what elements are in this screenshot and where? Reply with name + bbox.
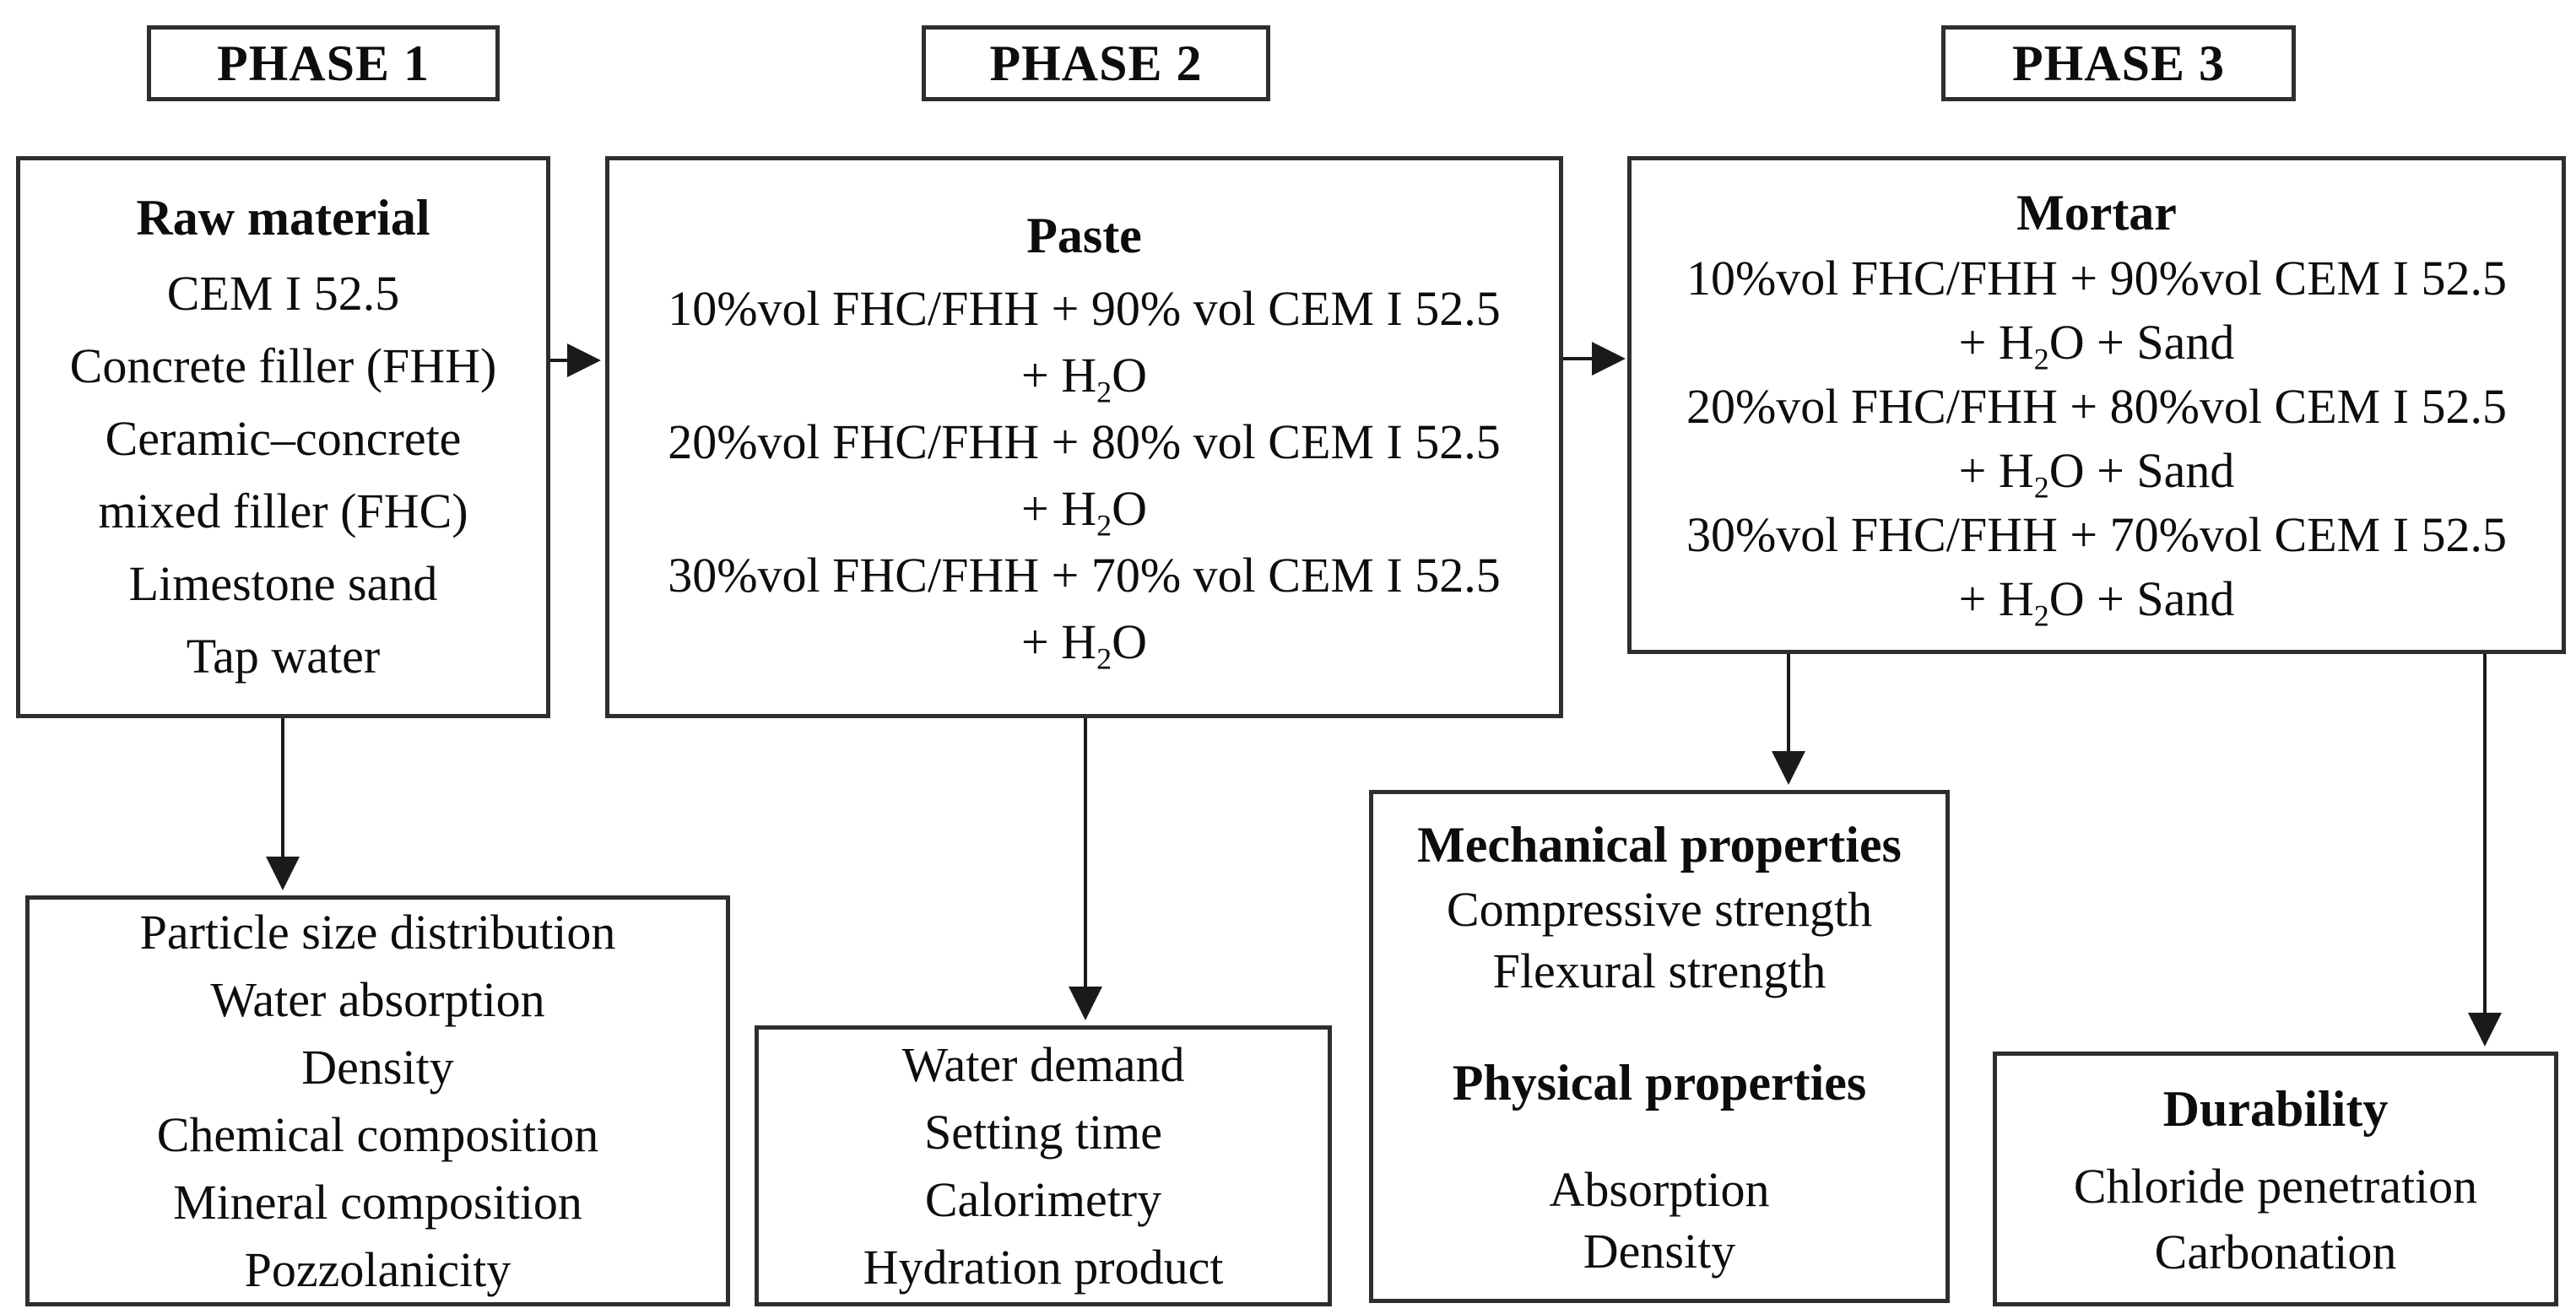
raw-material-title: Raw material xyxy=(136,190,430,246)
mixture-water: + H2O + Sand xyxy=(1686,311,2507,375)
mixture-blend: 30%vol FHC/FHH + 70% vol CEM I 52.5 xyxy=(668,548,1501,603)
water-subscript: 2 xyxy=(2033,470,2049,505)
paste-mixture: 20%vol FHC/FHH + 80% vol CEM I 52.5 + H2… xyxy=(668,408,1501,542)
paste-test-line: Water demand xyxy=(901,1036,1185,1092)
raw-material-tests-box: Particle size distribution Water absorpt… xyxy=(25,895,730,1306)
raw-test-line: Density xyxy=(301,1039,454,1095)
mortar-mixture: 20%vol FHC/FHH + 80%vol CEM I 52.5 + H2O… xyxy=(1686,375,2507,503)
water-term: O xyxy=(1112,481,1147,536)
water-term: O + Sand xyxy=(2048,571,2235,626)
water-term: + H xyxy=(1021,481,1097,536)
paste-box: Paste 10%vol FHC/FHH + 90% vol CEM I 52.… xyxy=(605,156,1563,718)
mixture-water: + H2O xyxy=(668,475,1501,542)
raw-material-line: Ceramic–concrete xyxy=(105,411,462,466)
mixture-blend: 20%vol FHC/FHH + 80%vol CEM I 52.5 xyxy=(1686,379,2508,434)
raw-material-line: mixed filler (FHC) xyxy=(98,484,468,538)
mixture-water: + H2O xyxy=(668,608,1501,675)
raw-test-line: Pozzolanicity xyxy=(244,1241,511,1297)
mixture-water: + H2O + Sand xyxy=(1686,567,2507,631)
mixture-blend: 10%vol FHC/FHH + 90%vol CEM I 52.5 xyxy=(1686,251,2508,306)
water-subscript: 2 xyxy=(1096,641,1112,676)
mortar-mixture: 30%vol FHC/FHH + 70%vol CEM I 52.5 + H2O… xyxy=(1686,503,2507,631)
mixture-blend: 20%vol FHC/FHH + 80% vol CEM I 52.5 xyxy=(668,414,1501,469)
raw-test-line: Mineral composition xyxy=(173,1174,582,1230)
physical-property-line: Absorption xyxy=(1549,1162,1770,1217)
phase-1-label: PHASE 1 xyxy=(216,35,430,91)
mechanical-property-line: Compressive strength xyxy=(1446,882,1873,937)
paste-test-line: Hydration product xyxy=(863,1239,1224,1295)
raw-material-line: Tap water xyxy=(186,629,381,684)
raw-material-box: Raw material CEM I 52.5 Concrete filler … xyxy=(16,156,550,718)
mixture-water: + H2O + Sand xyxy=(1686,439,2507,503)
water-subscript: 2 xyxy=(2033,598,2049,633)
physical-properties-title: Physical properties xyxy=(1452,1055,1867,1111)
paste-title: Paste xyxy=(1026,208,1142,263)
water-term: O xyxy=(1112,614,1147,669)
paste-test-line: Setting time xyxy=(924,1104,1162,1160)
raw-material-line: CEM I 52.5 xyxy=(166,266,400,321)
durability-title: Durability xyxy=(2162,1081,2389,1137)
mortar-properties-box: Mechanical properties Compressive streng… xyxy=(1369,790,1950,1303)
water-term: + H xyxy=(1958,443,2034,498)
water-term: + H xyxy=(1958,315,2034,370)
mechanical-properties-title: Mechanical properties xyxy=(1417,817,1902,873)
raw-material-line: Concrete filler (FHH) xyxy=(69,338,497,393)
mortar-title: Mortar xyxy=(2016,185,2177,241)
water-term: + H xyxy=(1958,571,2034,626)
phase-1-label-box: PHASE 1 xyxy=(147,25,500,101)
phase-3-label: PHASE 3 xyxy=(2011,35,2226,91)
physical-properties-lines: Absorption Density xyxy=(1550,1159,1770,1282)
water-term: O xyxy=(1112,348,1147,403)
water-term: + H xyxy=(1021,614,1097,669)
mixture-blend: 30%vol FHC/FHH + 70%vol CEM I 52.5 xyxy=(1686,507,2508,562)
water-term: + H xyxy=(1021,348,1097,403)
water-term: O + Sand xyxy=(2048,443,2235,498)
paste-tests-box: Water demand Setting time Calorimetry Hy… xyxy=(755,1025,1332,1306)
phase-2-label-box: PHASE 2 xyxy=(922,25,1270,101)
raw-test-line: Chemical composition xyxy=(156,1106,599,1162)
physical-property-line: Density xyxy=(1583,1224,1736,1279)
water-subscript: 2 xyxy=(1096,508,1112,543)
mortar-box: Mortar 10%vol FHC/FHH + 90%vol CEM I 52.… xyxy=(1627,156,2566,654)
paste-test-line: Calorimetry xyxy=(924,1171,1162,1227)
durability-line: Chloride penetration xyxy=(2073,1159,2478,1214)
mechanical-property-line: Flexural strength xyxy=(1492,944,1826,998)
raw-test-line: Water absorption xyxy=(210,971,545,1027)
water-subscript: 2 xyxy=(1096,375,1112,409)
paste-mixture: 30%vol FHC/FHH + 70% vol CEM I 52.5 + H2… xyxy=(668,542,1501,675)
durability-box: Durability Chloride penetration Carbonat… xyxy=(1993,1052,2558,1306)
mixture-blend: 10%vol FHC/FHH + 90% vol CEM I 52.5 xyxy=(668,281,1501,336)
durability-line: Carbonation xyxy=(2154,1225,2397,1279)
phase-2-label: PHASE 2 xyxy=(989,35,1203,91)
phase-3-label-box: PHASE 3 xyxy=(1941,25,2296,101)
raw-test-line: Particle size distribution xyxy=(139,904,616,960)
water-subscript: 2 xyxy=(2033,342,2049,376)
raw-material-line: Limestone sand xyxy=(128,556,438,611)
mortar-mixture: 10%vol FHC/FHH + 90%vol CEM I 52.5 + H2O… xyxy=(1686,246,2507,375)
mixture-water: + H2O xyxy=(668,342,1501,408)
water-term: O + Sand xyxy=(2048,315,2235,370)
paste-mixture: 10%vol FHC/FHH + 90% vol CEM I 52.5 + H2… xyxy=(668,275,1501,408)
